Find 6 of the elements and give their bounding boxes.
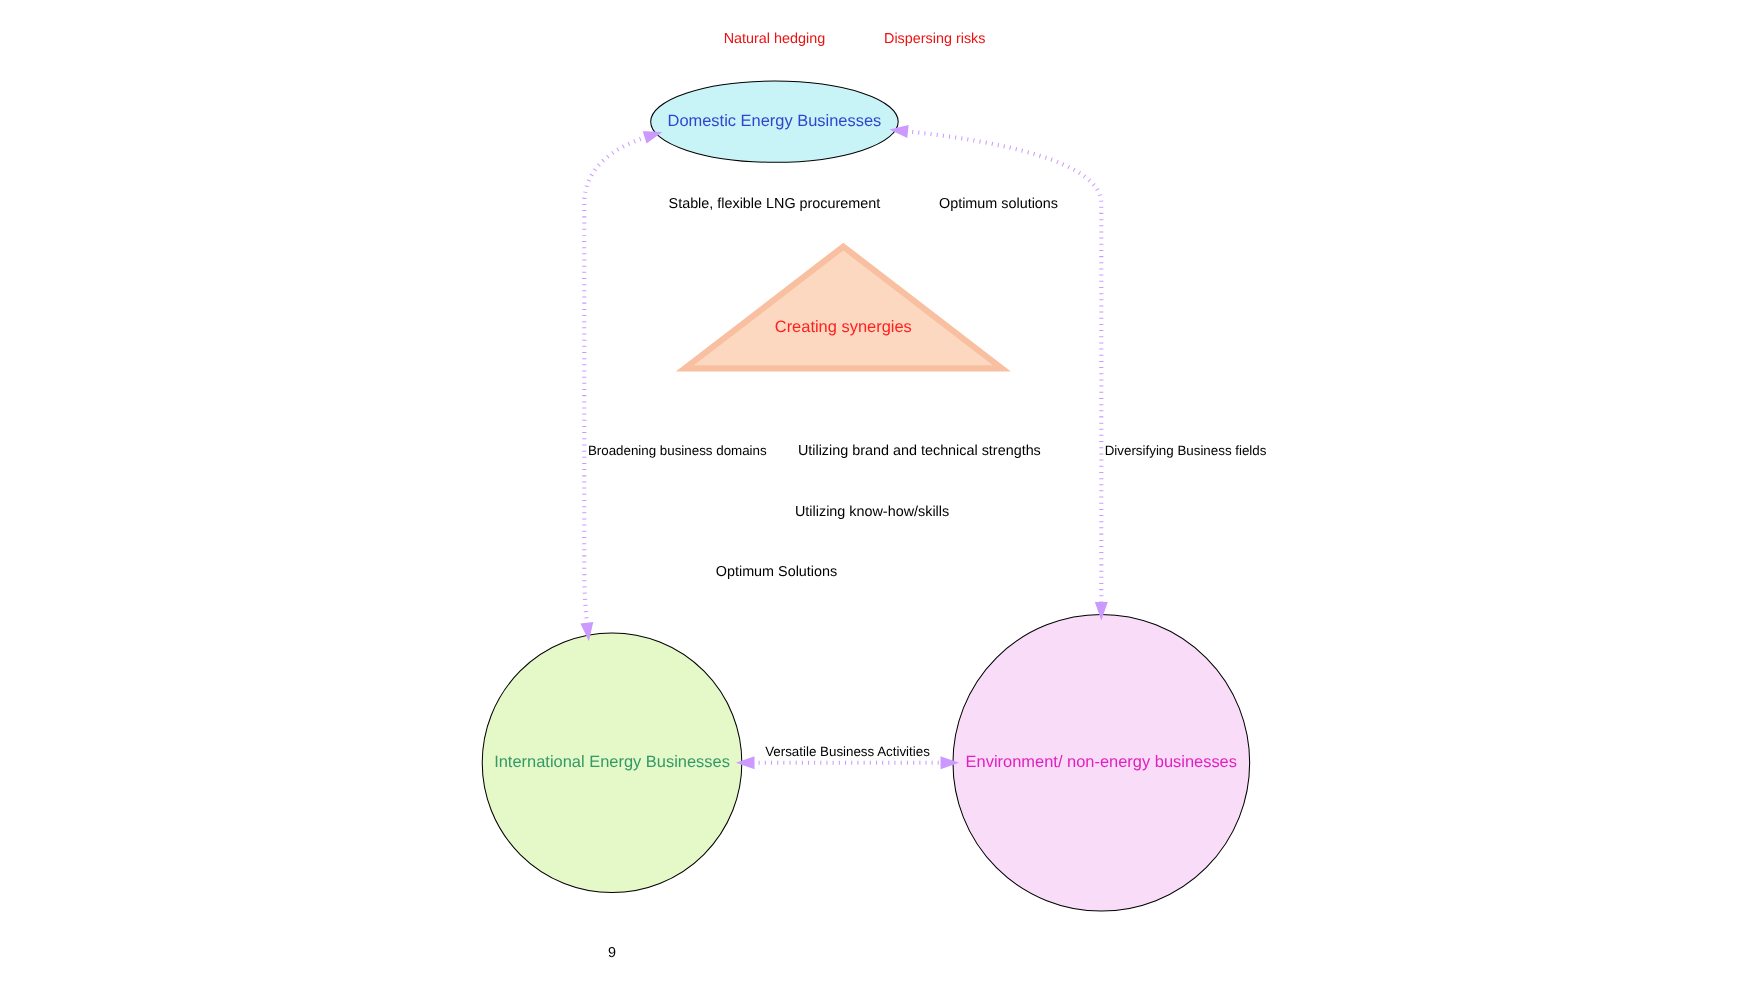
arrow bbox=[889, 124, 1108, 621]
arrow bbox=[580, 131, 663, 642]
node-circle: International Energy Businesses bbox=[481, 632, 743, 894]
arrow bbox=[735, 756, 960, 770]
node-circle: Environment/ non-energy businesses bbox=[952, 613, 1251, 912]
node-ellipse: Domestic Energy Businesses bbox=[650, 80, 899, 163]
